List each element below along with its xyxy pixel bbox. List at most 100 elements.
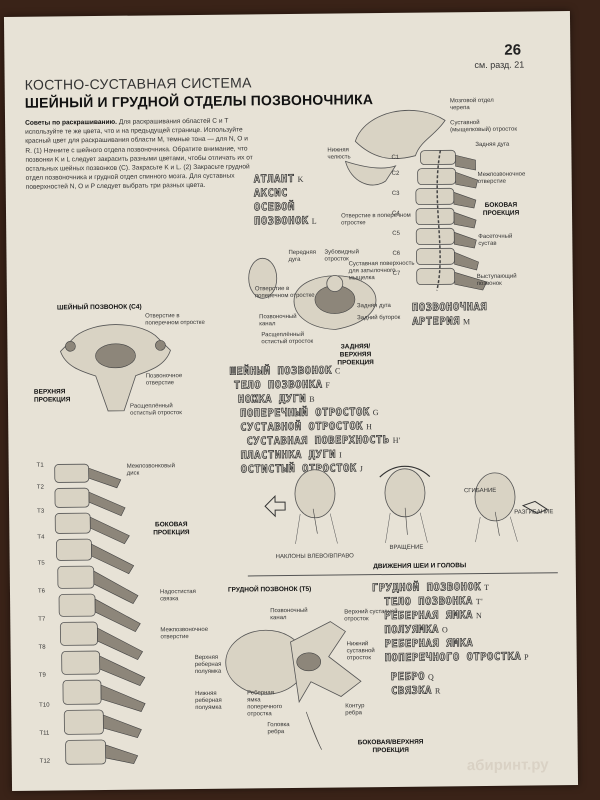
level-t2: T2	[36, 484, 44, 491]
neck-movements-illustration	[264, 465, 549, 544]
caption-c4: ВЕРХНЯЯ ПРОЕКЦИЯ	[33, 388, 71, 404]
level-t10: T10	[39, 702, 50, 709]
level-t7: T7	[38, 616, 46, 623]
flexion-figure	[474, 472, 549, 543]
t5-rib-shape	[305, 711, 322, 750]
label-intervertebral: Межпозвоночное отверстие	[477, 171, 526, 186]
c4-illustration	[60, 324, 171, 412]
level-t9: T9	[38, 672, 46, 679]
small-axis-figure	[248, 257, 278, 299]
label-ligament: Надостистая связка	[159, 589, 196, 603]
label-c4-foramen: Позвоночное отверстие	[145, 373, 183, 387]
label-spinal-canal: Позвоночный канал	[259, 313, 297, 328]
t5-illustration	[225, 621, 362, 750]
label-articular-process: Расщеплённый остистый отросток	[261, 331, 314, 346]
level-t4: T4	[37, 534, 45, 541]
level-c2: C2	[391, 170, 400, 177]
label-costal-tubercle: Задний бугорок	[357, 314, 401, 322]
term-vertebral: ПОЗВОНОЧНАЯ	[411, 300, 488, 314]
c4-right-foramen	[155, 340, 166, 351]
c4-title: ШЕЙНЫЙ ПОЗВОНОК (C4)	[56, 303, 142, 312]
label-flexion: СГИБАНИЕ	[463, 487, 497, 495]
level-t11: T11	[39, 730, 50, 737]
caption-t5: БОКОВАЯ/ВЕРХНЯЯ ПРОЕКЦИЯ	[357, 738, 424, 755]
term-costal-facet-2: РЕБЕРНАЯ ЯМКА	[384, 637, 474, 651]
label-facet-surface: Суставная поверхность для затылочного мы…	[348, 260, 415, 282]
label-c4-transverse: Отверстие в поперечном отростке	[145, 313, 205, 327]
left-arrow-icon	[264, 494, 286, 518]
page-number: 26	[504, 41, 522, 59]
level-t5: T5	[37, 560, 45, 567]
label-anterior-arch: Передняя дуга	[288, 249, 316, 264]
atlas-axis-illustration	[248, 257, 377, 330]
label-transverse-foramen-atlas: Отверстие в поперечном отростке	[254, 286, 315, 300]
label-facet: Фасеточный сустав	[478, 233, 513, 248]
label-joint: Суставной (мыщелковый) отросток	[450, 120, 517, 134]
cervical-lateral-illustration	[344, 109, 488, 291]
label-posterior-arch-atlas: Задняя дуга	[356, 302, 391, 310]
caption-lateral-cervical: БОКОВАЯ ПРОЕКЦИЯ	[482, 201, 520, 217]
label-prominent: Выступающий позвонок	[476, 273, 517, 288]
label-extension: РАЗГИБАНИЕ	[514, 509, 554, 516]
level-t3: T3	[37, 508, 45, 515]
level-t6: T6	[37, 588, 46, 595]
skull-base-shape	[354, 109, 446, 160]
tips-text: Для раскрашивания областей C и T использ…	[25, 117, 253, 192]
tilt-figure	[264, 469, 338, 544]
section-divider	[247, 572, 558, 577]
cross-reference: см. разд. 21	[474, 59, 525, 71]
c4-foramen	[95, 343, 136, 369]
t5-canal-shape	[296, 652, 322, 672]
cervical-vertebrae-stack	[415, 149, 488, 291]
label-disc: Межпозвонковый диск	[126, 463, 175, 477]
book-page: 26 см. разд. 21 КОСТНО-СУСТАВНАЯ СИСТЕМА…	[3, 11, 579, 791]
coloring-tips: Советы по раскрашиванию. Для раскрашиван…	[25, 116, 254, 192]
level-t8: T8	[38, 644, 46, 651]
thoracic-vertebrae-stack	[54, 463, 146, 765]
label-t5-canal: Позвоночный канал	[270, 607, 308, 622]
label-t5-rib-contour: Контур ребра	[345, 703, 365, 717]
mandible-shape	[344, 160, 397, 186]
c4-left-foramen	[65, 341, 76, 352]
label-t5-upper-costal: Верхняя реберная полуямка	[194, 654, 222, 676]
t5-arch-shape	[290, 621, 362, 704]
label-t5-rib-head: Головка ребра	[267, 722, 290, 736]
caption-posterior-view: ЗАДНЯЯ/ВЕРХНЯЯ ПРОЕКЦИЯ	[337, 343, 374, 367]
thoracic-spine-illustration	[54, 463, 146, 765]
level-c5: C5	[392, 230, 400, 237]
level-c1: C1	[391, 154, 400, 161]
term-axis: АКСИС	[253, 187, 288, 200]
label-tilts: НАКЛОНЫ ВЛЕВО/ВПРАВО	[275, 553, 354, 561]
label-transverse-foramen-lateral: Отверстие в поперечном отростке	[341, 212, 411, 227]
rotation-figure	[379, 465, 431, 544]
level-c3: C3	[391, 190, 400, 197]
level-c4: C4	[392, 210, 400, 217]
tips-heading: Советы по раскрашиванию.	[25, 118, 118, 127]
t5-title: ГРУДНОЙ ПОЗВОНОК (T5)	[227, 585, 312, 594]
watermark: абиринт.ру	[466, 756, 549, 775]
level-c6: C6	[392, 250, 401, 257]
label-posterior-arch: Задняя дуга	[475, 141, 510, 149]
dens-shape	[326, 275, 344, 292]
system-title: КОСТНО-СУСТАВНАЯ СИСТЕМА	[24, 74, 252, 93]
